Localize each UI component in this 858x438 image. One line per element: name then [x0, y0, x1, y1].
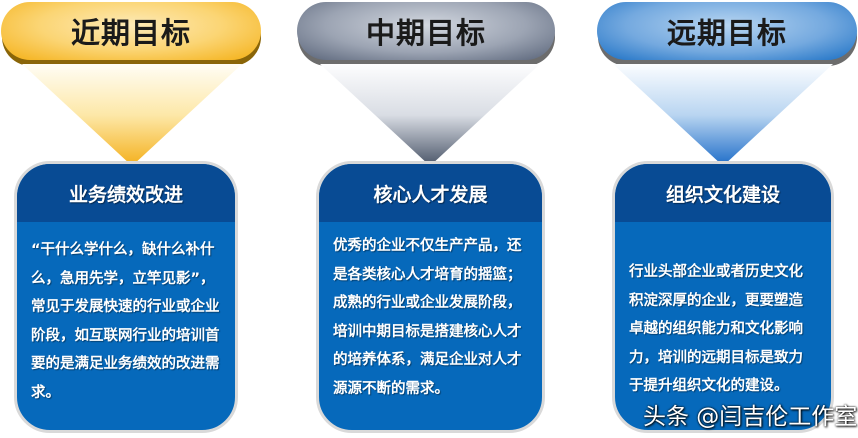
near-term-goal-title: 近期目标: [70, 16, 191, 50]
card-body-text: 行业头部企业或者历史文化积淀深厚的企业，更要塑造卓越的组织能力和文化影响力，培训…: [629, 264, 803, 394]
card-body-text: 优秀的企业不仅生产产品，还是各类核心人才培育的摇篮；成熟的行业或企业发展阶段，培…: [333, 238, 522, 397]
card-heading: 业务绩效改进: [17, 164, 235, 222]
long-term-goal-title: 远期目标: [666, 16, 787, 50]
watermark: 头条 @闫吉伦工作室: [643, 404, 858, 430]
column-near-term: 近期目标 业务绩效改进 “干什么学什么，缺什么补什么，急用先学，立竿见影”，常见…: [0, 0, 290, 438]
card-heading: 核心人才发展: [319, 164, 542, 222]
mid-term-card: 核心人才发展 优秀的企业不仅生产产品，还是各类核心人才培育的摇篮；成熟的行业或企…: [316, 161, 545, 433]
long-term-card: 组织文化建设 行业头部企业或者历史文化积淀深厚的企业，更要塑造卓越的组织能力和文…: [612, 161, 834, 433]
near-term-goal-pill: 近期目标: [1, 2, 261, 60]
long-term-goal-pill: 远期目标: [597, 2, 857, 60]
funnel-arrow-icon: [613, 64, 833, 166]
card-body-text: “干什么学什么，缺什么补什么，急用先学，立竿见影”，常见于发展快速的行业或企业阶…: [31, 242, 220, 401]
pill-shadow: [298, 8, 555, 66]
mid-term-goal-pill: 中期目标: [297, 2, 555, 60]
near-term-card: 业务绩效改进 “干什么学什么，缺什么补什么，急用先学，立竿见影”，常见于发展快速…: [14, 161, 238, 433]
card-heading: 组织文化建设: [615, 164, 831, 222]
funnel-arrow-icon: [22, 64, 242, 166]
pill-shadow: [598, 8, 857, 66]
mid-term-goal-title: 中期目标: [365, 16, 486, 50]
funnel-arrow-icon: [320, 64, 540, 166]
